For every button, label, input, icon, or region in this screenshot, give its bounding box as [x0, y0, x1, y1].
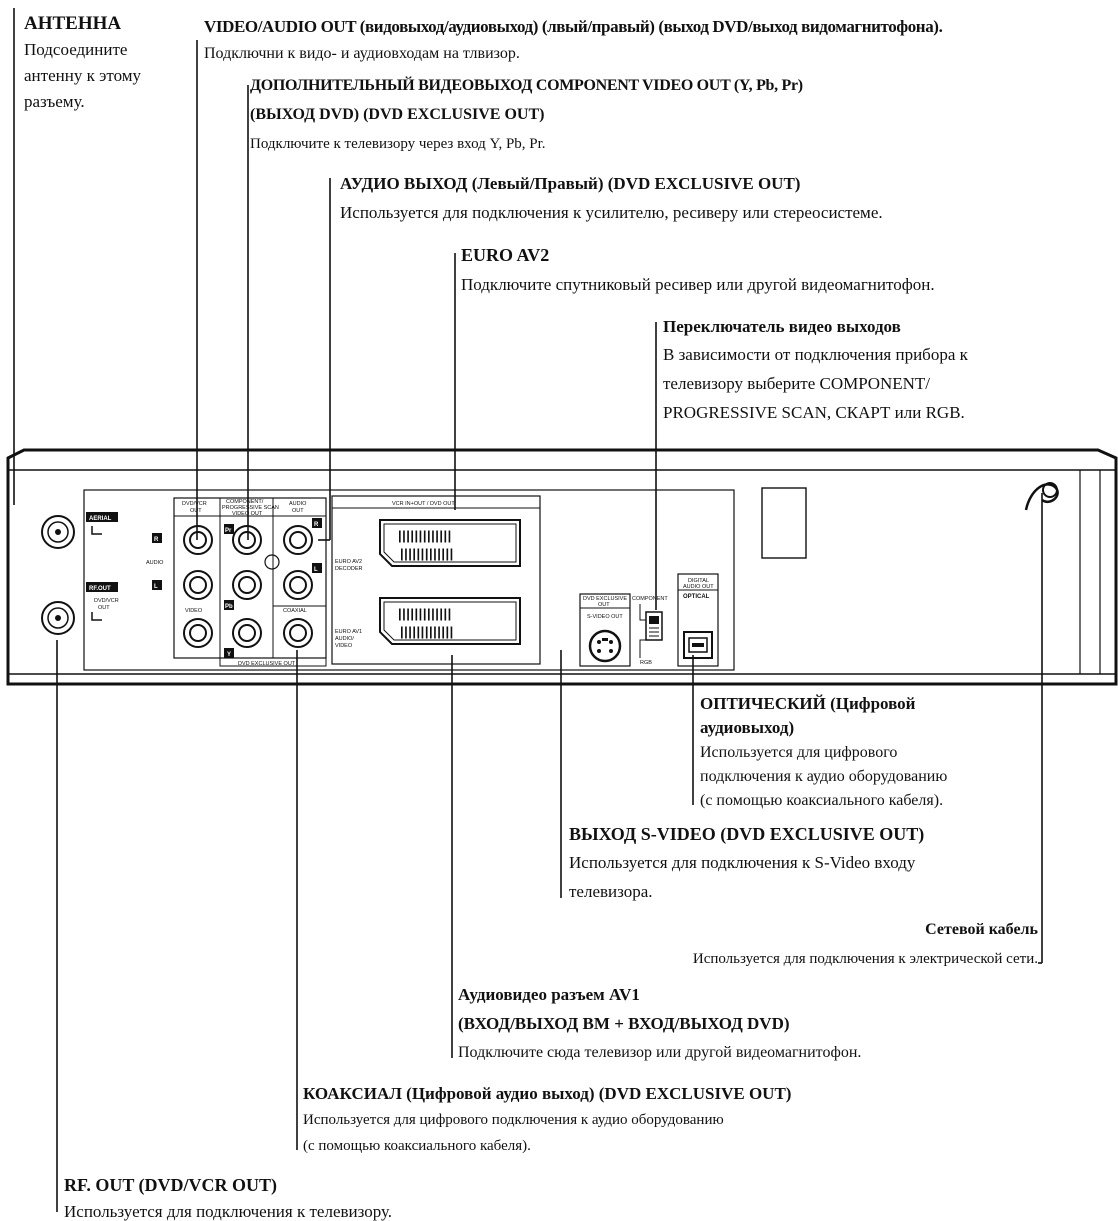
svideo-title: ВЫХОД S-VIDEO (DVD EXCLUSIVE OUT): [569, 824, 925, 844]
svideo-desc-line: телевизора.: [569, 882, 653, 901]
svg-text:DIGITAL: DIGITAL: [688, 578, 709, 584]
optical-desc-line: (с помощью коаксиального кабеля).: [700, 792, 944, 809]
video-output-switch: COMPONENT RGB: [632, 596, 668, 666]
svg-text:R: R: [314, 522, 319, 528]
video-audio-out-title: VIDEO/AUDIO OUT (видовыход/аудиовыход) (…: [204, 17, 943, 36]
svg-text:DECODER: DECODER: [335, 566, 363, 572]
svg-text:OUT: OUT: [98, 605, 110, 611]
svideo-desc-line: Используется для подключения к S-Video в…: [569, 853, 916, 872]
svg-text:OUT: OUT: [292, 508, 304, 514]
svg-text:VIDEO: VIDEO: [185, 608, 203, 614]
svg-text:AUDIO/: AUDIO/: [335, 636, 354, 642]
svg-text:|||||||||||||: |||||||||||||: [398, 528, 452, 543]
video-audio-out-desc: Подключни к видо- и аудиовходам на тлвиз…: [204, 45, 520, 62]
svg-text:|||||||||||||: |||||||||||||: [400, 624, 454, 639]
svg-text:VCR IN+OUT / DVD OUT: VCR IN+OUT / DVD OUT: [392, 501, 455, 507]
svg-text:OUT: OUT: [190, 508, 202, 514]
svg-text:RGB: RGB: [640, 660, 652, 666]
av1-title: Аудиовидео разъем AV1: [458, 985, 640, 1004]
svg-text:AERIAL: AERIAL: [89, 516, 112, 522]
antenna-desc-line: Подсоедините: [24, 40, 128, 59]
optical-desc-line: подключения к аудио оборудованию: [700, 768, 948, 785]
svg-text:L: L: [314, 567, 318, 573]
rf-out-title: RF. OUT (DVD/VCR OUT): [64, 1175, 278, 1195]
svg-text:DVD/VCR: DVD/VCR: [182, 501, 207, 507]
svg-text:DVD EXCLUSIVE OUT: DVD EXCLUSIVE OUT: [238, 661, 296, 667]
optical-desc-line: Используется для цифрового: [700, 744, 898, 761]
coaxial-desc-line: Используется для цифрового подключения к…: [303, 1112, 724, 1128]
video-switch-title: Переключатель видео выходов: [663, 317, 901, 336]
rf-out-desc: Используется для подключения к телевизор…: [64, 1202, 393, 1221]
svg-text:|||||||||||||: |||||||||||||: [398, 606, 452, 621]
video-switch-desc-line: телевизору выберите COMPONENT/: [663, 374, 931, 393]
svg-text:EURO AV2: EURO AV2: [335, 559, 362, 565]
rca-jack-block: DVD EXCLUSIVE OUT DVD/VCR OUT COMPONENT/…: [146, 497, 327, 667]
svg-text:VIDEO OUT: VIDEO OUT: [232, 511, 263, 517]
svideo-block: DVD EXCLUSIVE OUT S-VIDEO OUT: [579, 593, 631, 667]
svg-text:COAXIAL: COAXIAL: [283, 608, 307, 614]
audio-out-desc: Используется для подключения к усилителю…: [340, 203, 883, 222]
antenna-desc-line: разъему.: [24, 92, 85, 111]
coaxial-desc-line: (с помощью коаксиального кабеля).: [303, 1138, 531, 1154]
optical-title: ОПТИЧЕСКИЙ (Цифровой: [700, 694, 916, 713]
svg-text:L: L: [154, 584, 158, 590]
svg-text:R: R: [154, 537, 159, 543]
svg-text:Pr: Pr: [225, 528, 232, 534]
optical-title: аудиовыход): [700, 718, 795, 737]
power-cable-title: Сетевой кабель: [925, 921, 1038, 938]
video-switch-desc-line: PROGRESSIVE SCAN, СКАРТ или RGB.: [663, 403, 965, 422]
antenna-desc-line: антенну к этому: [24, 66, 142, 85]
aerial-connector: AERIAL: [41, 512, 118, 549]
audio-out-title: АУДИО ВЫХОД (Левый/Правый) (DVD EXCLUSIV…: [340, 174, 801, 193]
av1-title: (ВХОД/ВЫХОД ВМ + ВХОД/ВЫХОД DVD): [458, 1014, 790, 1033]
component-out-title: (ВЫХОД DVD) (DVD EXCLUSIVE OUT): [250, 106, 545, 123]
video-switch-desc-line: В зависимости от подключения прибора к: [663, 345, 968, 364]
svg-text:AUDIO: AUDIO: [146, 560, 164, 566]
av1-desc: Подключите сюда телевизор или другой вид…: [458, 1044, 862, 1061]
svg-text:VIDEO: VIDEO: [335, 643, 353, 649]
svg-text:AUDIO: AUDIO: [289, 501, 307, 507]
leader-lines: [13, 8, 1043, 1212]
chassis: [6, 448, 1118, 686]
coaxial-title: КОАКСИАЛ (Цифровой аудио выход) (DVD EXC…: [303, 1084, 792, 1103]
component-out-desc: Подключите к телевизору через вход Y, Pb…: [250, 136, 546, 152]
antenna-title: АНТЕННА: [24, 13, 122, 34]
svg-text:OPTICAL: OPTICAL: [683, 594, 710, 600]
svg-text:|||||||||||||: |||||||||||||: [400, 546, 454, 561]
optical-block: DIGITAL AUDIO OUT OPTICAL: [677, 573, 719, 667]
rf-out-connector: RF.OUT DVD/VCR OUT: [41, 582, 119, 635]
svg-text:S-VIDEO OUT: S-VIDEO OUT: [587, 614, 623, 620]
svg-text:Pb: Pb: [225, 604, 233, 610]
svg-text:PROGRESSIVE SCAN: PROGRESSIVE SCAN: [222, 505, 279, 511]
component-out-title: ДОПОЛНИТЕЛЬНЫЙ ВИДЕОВЫХОД COMPONENT VIDE…: [250, 77, 803, 94]
power-cable-desc: Используется для подключения к электриче…: [692, 951, 1038, 967]
svg-text:RF.OUT: RF.OUT: [89, 586, 111, 592]
svg-text:COMPONENT/: COMPONENT/: [226, 499, 264, 505]
svg-text:AUDIO OUT: AUDIO OUT: [683, 584, 714, 590]
euro-av2-desc: Подключите спутниковый ресивер или друго…: [461, 275, 935, 294]
scart-block: VCR IN+OUT / DVD OUT EURO AV2 DECODER EU…: [331, 495, 541, 665]
svg-text:EURO AV1: EURO AV1: [335, 629, 362, 635]
euro-av2-title: EURO AV2: [461, 245, 550, 265]
svg-text:Y: Y: [227, 652, 231, 658]
svg-text:DVD/VCR: DVD/VCR: [94, 598, 119, 604]
svg-text:OUT: OUT: [598, 602, 610, 608]
svg-text:COMPONENT: COMPONENT: [632, 596, 668, 602]
svg-text:DVD EXCLUSIVE: DVD EXCLUSIVE: [583, 596, 627, 602]
